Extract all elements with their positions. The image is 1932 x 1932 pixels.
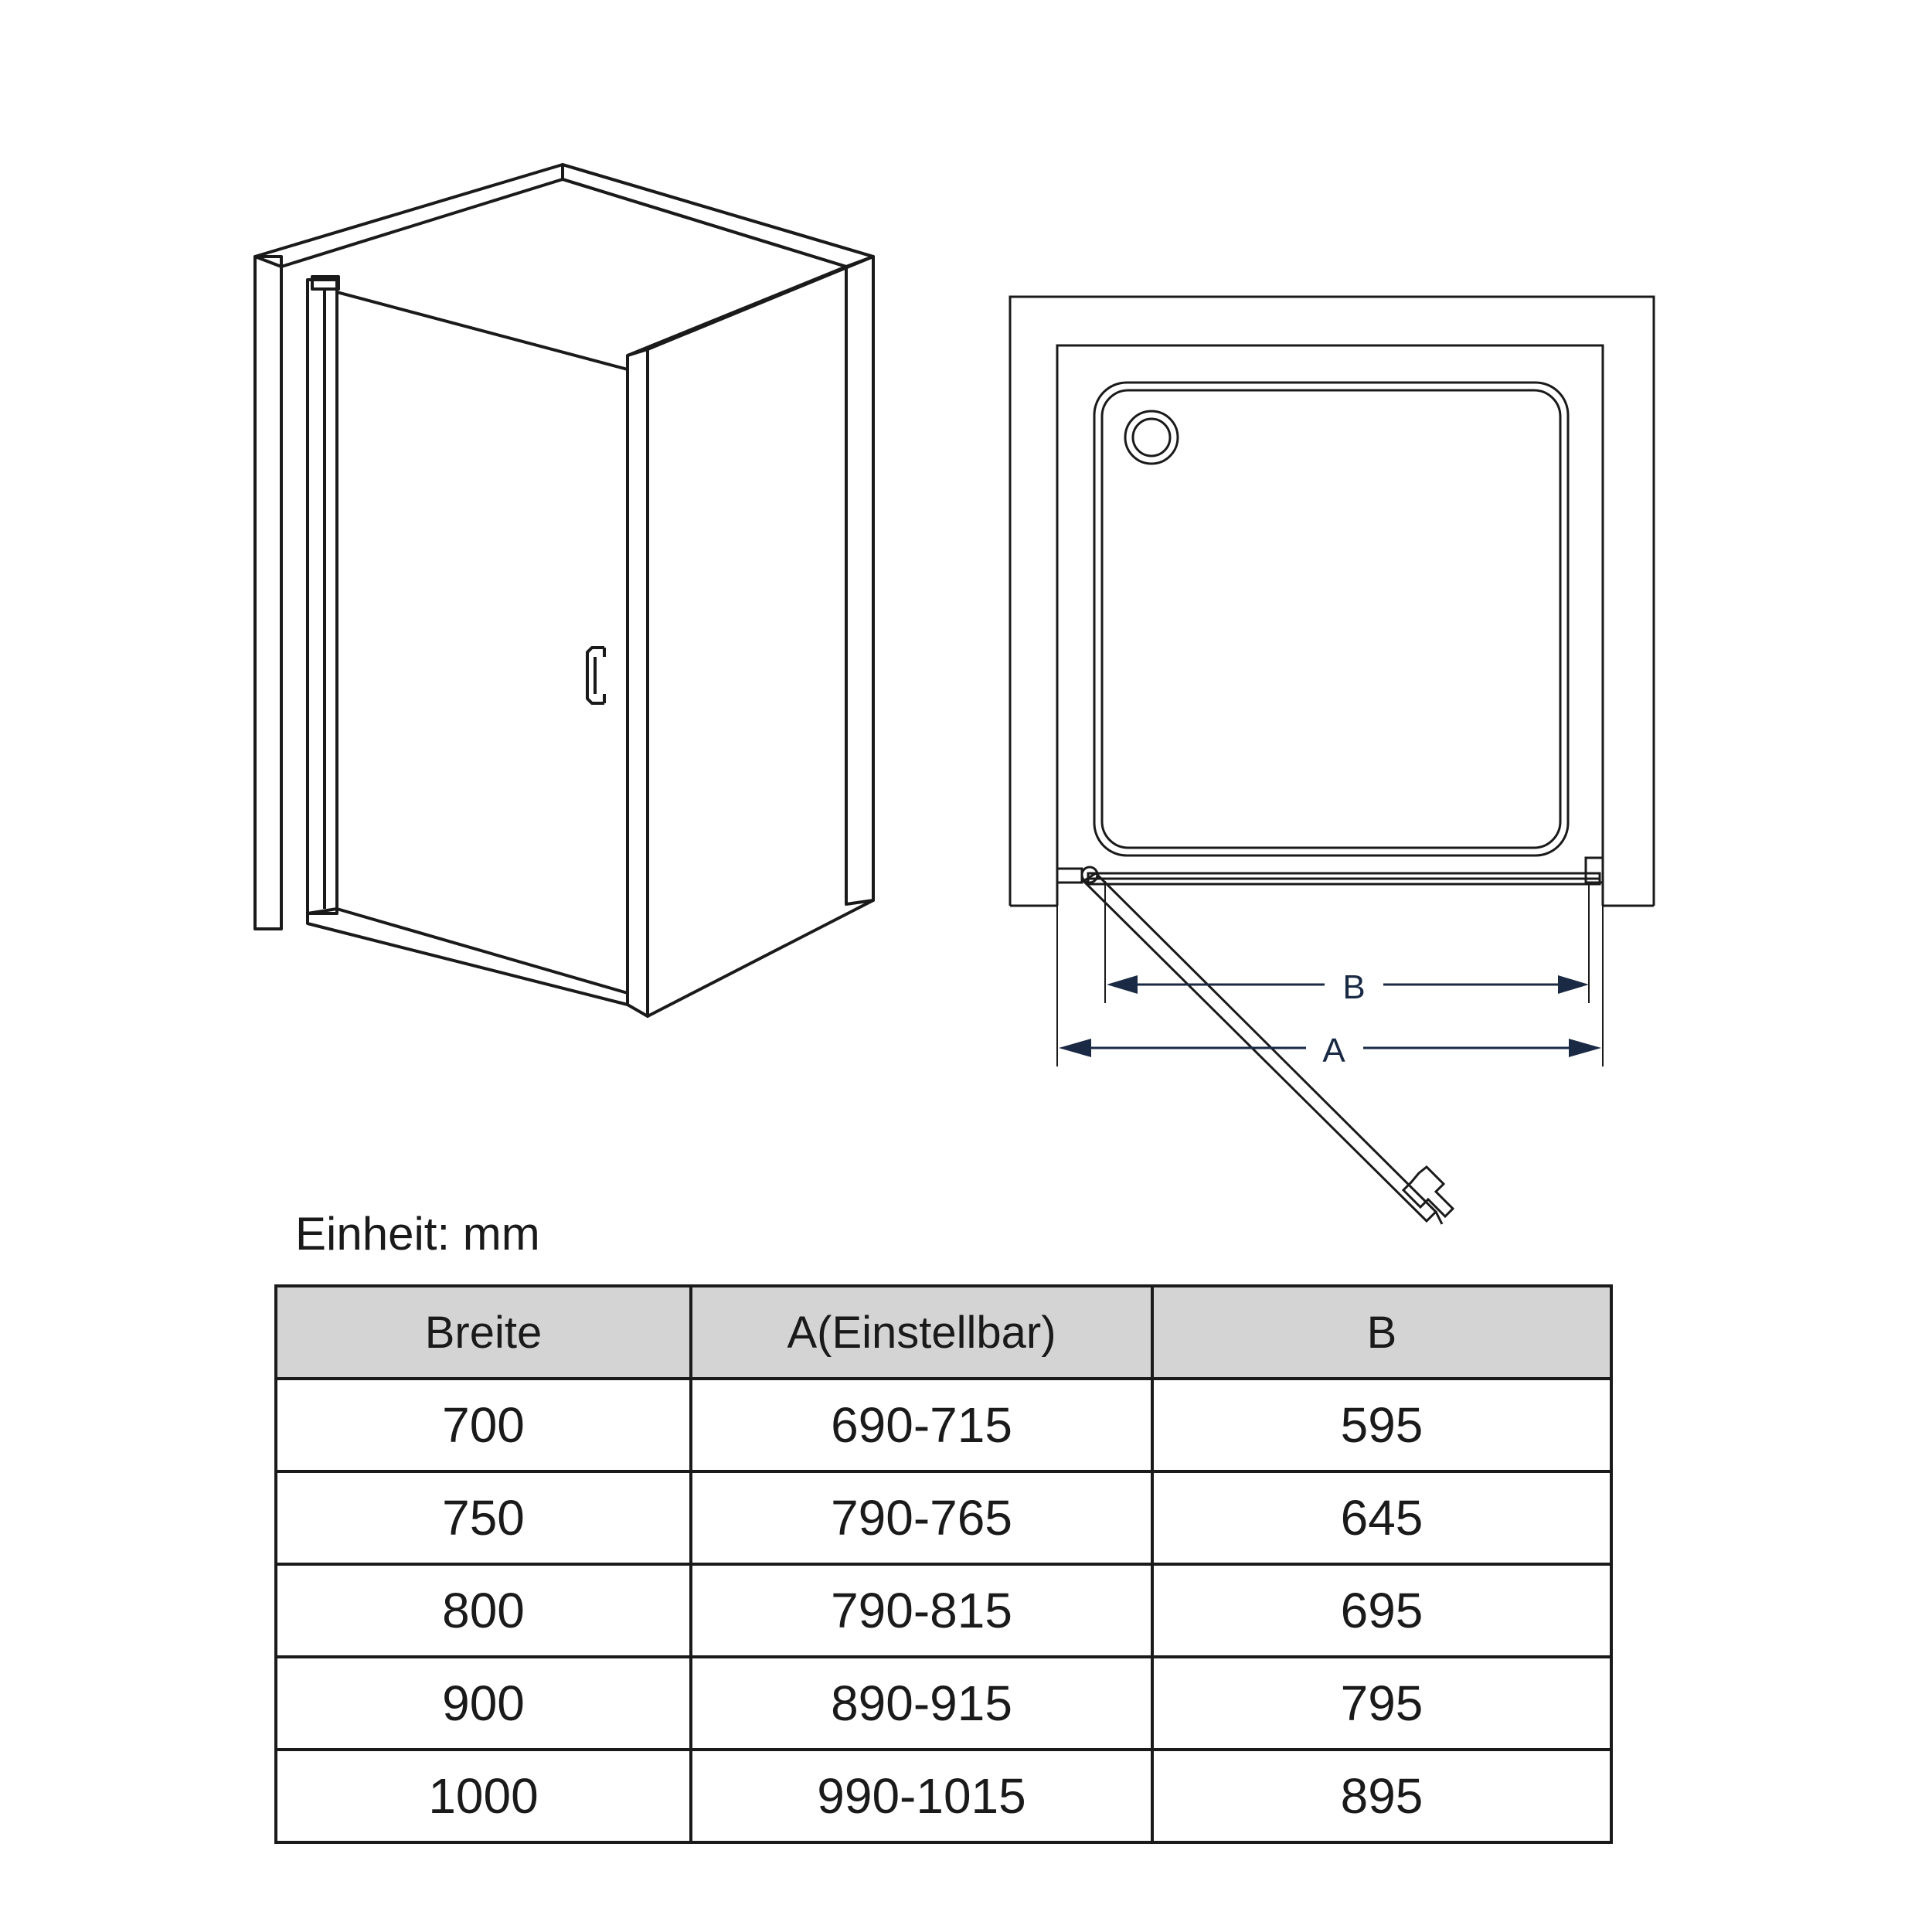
cell-breite: 900: [274, 1655, 692, 1751]
wall-profile-right: [1584, 856, 1604, 884]
door-bottom-profile: [306, 907, 629, 1006]
dimension-table: Breite A(Einstellbar) B 700 690-715 595 …: [274, 1284, 1613, 1844]
cell-breite: 800: [274, 1563, 692, 1658]
hinge-profile: [306, 278, 338, 915]
side-panel-front: [626, 348, 649, 1018]
cell-a: 990-1015: [689, 1748, 1154, 1844]
cell-a: 790-765: [689, 1470, 1154, 1566]
dimension-label-b: B: [1342, 968, 1365, 1006]
cell-breite: 750: [274, 1470, 692, 1566]
dimension-label-a: A: [1322, 1032, 1345, 1070]
header-breite: Breite: [274, 1284, 692, 1380]
door-handle-icon: [586, 646, 606, 705]
dimension-b: [1107, 975, 1589, 994]
drain-inner-icon: [1131, 417, 1172, 457]
cell-a: 890-915: [689, 1655, 1154, 1751]
table-row: 800 790-815 695: [274, 1563, 1613, 1658]
header-a-einstellbar: A(Einstellbar): [689, 1284, 1154, 1380]
shower-tray: [1093, 381, 1570, 857]
door-end-detail: [1434, 1211, 1444, 1225]
cell-breite: 700: [274, 1377, 692, 1473]
cell-b: 695: [1151, 1563, 1613, 1658]
wall-inner: [1056, 344, 1604, 906]
wall-outline: [1009, 295, 1655, 906]
cell-b: 795: [1151, 1655, 1613, 1751]
isometric-shower-drawing: [253, 163, 875, 1018]
side-panel: [646, 255, 875, 1018]
drain-icon: [1124, 410, 1179, 465]
door-top-edge: [336, 291, 628, 371]
table-row: 1000 990-1015 895: [274, 1748, 1613, 1844]
cell-b: 645: [1151, 1470, 1613, 1566]
wall-profile-left: [1056, 867, 1083, 884]
table-row: 750 790-765 645: [274, 1470, 1613, 1566]
table-row: 900 890-915 795: [274, 1655, 1613, 1751]
table-row: 700 690-715 595: [274, 1377, 1613, 1473]
header-b: B: [1151, 1284, 1613, 1380]
door-handle-plan-icon: [1401, 1165, 1455, 1219]
side-panel-top-edge: [627, 265, 847, 357]
unit-label: Einheit: mm: [295, 1208, 540, 1260]
dimension-a: [1059, 1039, 1601, 1057]
cell-a: 690-715: [689, 1377, 1154, 1473]
shower-tray-inner: [1100, 389, 1562, 849]
cell-breite: 1000: [274, 1748, 692, 1844]
cell-a: 790-815: [689, 1563, 1154, 1658]
cell-b: 895: [1151, 1748, 1613, 1844]
table-header-row: Breite A(Einstellbar) B: [274, 1284, 1613, 1380]
plan-view-drawing: B A: [1009, 295, 1655, 1225]
cell-b: 595: [1151, 1377, 1613, 1473]
left-wall: [253, 255, 283, 930]
